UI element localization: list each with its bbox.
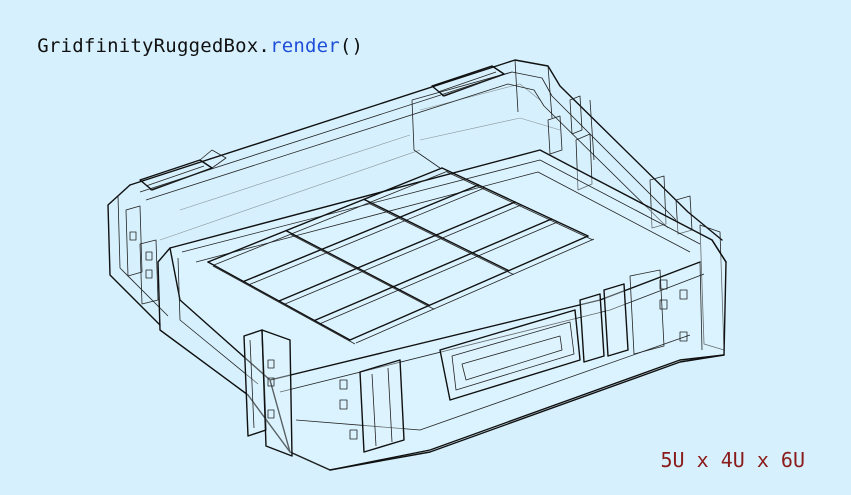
divider-wall	[278, 201, 516, 302]
front-handle	[439, 309, 581, 401]
front-latch-middle	[339, 359, 405, 453]
divider-wall	[363, 198, 510, 272]
divider-wall	[242, 184, 480, 283]
dimensions-label: 5U x 4U x 6U	[660, 448, 806, 472]
left-side-latches	[125, 205, 159, 305]
divider-wall	[285, 229, 431, 307]
code-expression: GridfinityRuggedBox.render()	[14, 13, 363, 57]
class-name: GridfinityRuggedBox	[37, 35, 259, 57]
front-latch-right	[579, 269, 688, 363]
divider-wall-edge	[368, 202, 514, 276]
divider-wall-edge	[249, 187, 485, 285]
divider-wall-edge	[213, 170, 449, 266]
right-hinge-stack	[547, 95, 725, 351]
divider-wall	[349, 235, 589, 341]
method-name: render	[270, 35, 340, 57]
divider-wall	[313, 218, 553, 322]
back-latch-right	[431, 65, 505, 97]
divider-wall	[207, 261, 351, 341]
front-latch-left	[243, 329, 293, 457]
dot-operator: .	[258, 35, 271, 57]
back-latch-left	[139, 149, 227, 191]
divider-wall-edge	[284, 204, 522, 305]
call-parens: ()	[339, 35, 364, 57]
divider-wall-edge	[446, 171, 594, 241]
box-lid-outline	[107, 59, 723, 326]
tray-body	[157, 149, 727, 471]
grid-dividers	[207, 167, 595, 345]
divider-wall-edge	[320, 221, 558, 324]
divider-wall-edge	[290, 234, 435, 310]
divider-wall	[441, 167, 589, 237]
divider-wall-edge	[355, 238, 595, 344]
divider-wall	[207, 167, 443, 263]
divider-wall-edge	[212, 265, 356, 345]
